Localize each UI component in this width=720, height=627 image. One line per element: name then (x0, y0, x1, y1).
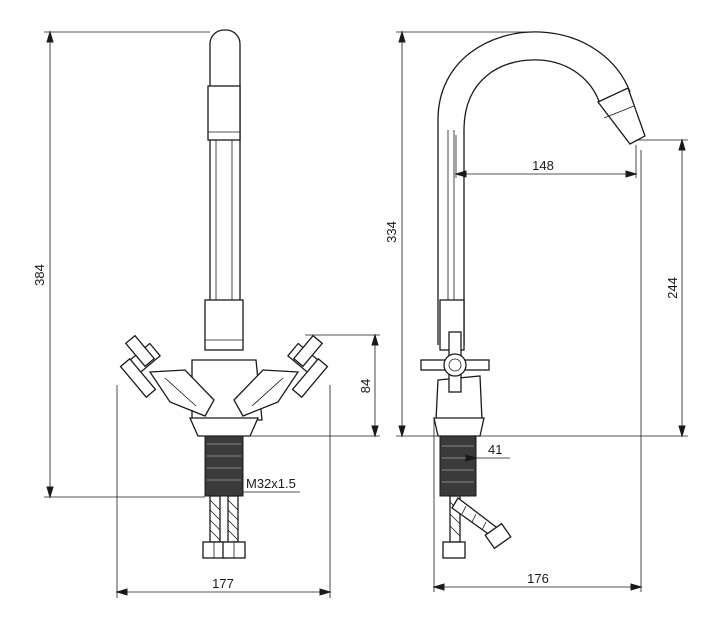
dim-thread: M32x1.5 (243, 476, 300, 493)
dim-label-41: 41 (488, 442, 502, 457)
front-aerator (207, 85, 241, 141)
dim-label-334: 334 (384, 221, 399, 243)
side-threaded-stud (439, 435, 477, 497)
dim-label-thread: M32x1.5 (246, 476, 296, 491)
side-hose-nut-angled (484, 522, 512, 550)
side-aerator (596, 87, 646, 145)
front-threaded-stud (204, 435, 244, 497)
dim-front-width: 177 (115, 385, 332, 598)
dim-spout-reach: 148 (454, 135, 638, 178)
dim-label-384: 384 (32, 264, 47, 286)
side-spout-outer (437, 31, 631, 345)
dim-side-height: 334 (384, 30, 540, 438)
front-left-valve (119, 334, 215, 417)
dim-side-width: 176 (432, 150, 643, 592)
dim-label-84: 84 (358, 379, 373, 393)
side-view (420, 31, 646, 559)
dim-label-176: 176 (527, 571, 549, 586)
front-right-valve (233, 334, 329, 417)
dim-spout-height: 244 (480, 138, 688, 438)
dim-label-177: 177 (212, 576, 234, 591)
dim-label-148: 148 (532, 158, 554, 173)
dim-label-244: 244 (665, 277, 680, 299)
side-hose-nut-straight (442, 541, 466, 559)
front-view (119, 29, 329, 559)
front-spout-tube (209, 29, 241, 331)
side-spout-inner (463, 59, 601, 345)
dim-front-height: 384 (32, 30, 210, 499)
side-handle-cross (420, 331, 490, 393)
dim-front-handle-height: 84 (250, 333, 380, 438)
front-collar (204, 299, 244, 351)
dim-base-offset: 41 (465, 436, 510, 462)
